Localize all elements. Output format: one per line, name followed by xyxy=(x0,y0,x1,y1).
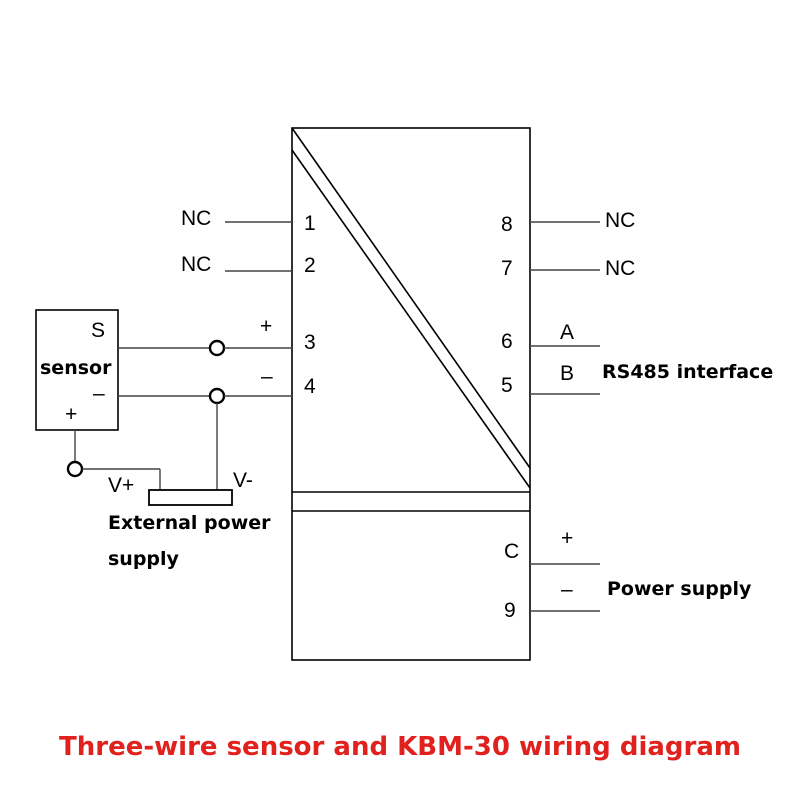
pin-6-a-label: A xyxy=(560,321,574,344)
plus-terminal-icon xyxy=(66,460,84,478)
pin-1-number: 1 xyxy=(304,212,316,235)
isolation-diagonal-2 xyxy=(291,149,531,489)
sensor-signal-label: S xyxy=(91,319,105,342)
power-supply-label: Power supply xyxy=(607,578,752,600)
pin-c-number: C xyxy=(504,540,519,563)
pin-7-nc-label: NC xyxy=(605,257,635,280)
sensor-minus-label: – xyxy=(93,382,105,405)
sensor-plus-label: + xyxy=(65,403,77,426)
pin-2-nc-label: NC xyxy=(181,253,211,276)
minus-terminal-icon xyxy=(208,387,226,405)
pin-3-polarity: + xyxy=(260,315,272,338)
external-power-bar xyxy=(148,489,233,506)
isolation-diagonal-1 xyxy=(291,127,531,469)
pin-9-number: 9 xyxy=(504,599,516,622)
module-body xyxy=(291,127,531,661)
pin-9-polarity: – xyxy=(561,578,573,601)
pin-1-nc-label: NC xyxy=(181,207,211,230)
sensor-box xyxy=(35,309,119,431)
pin-3-number: 3 xyxy=(304,331,316,354)
rs485-interface-label: RS485 interface xyxy=(602,361,773,383)
pin-8-nc-label: NC xyxy=(605,209,635,232)
v-minus-label: V- xyxy=(233,469,253,492)
pin-5-number: 5 xyxy=(501,374,513,397)
signal-terminal-icon xyxy=(208,339,226,357)
pin-5-b-label: B xyxy=(560,362,574,385)
pin-4-polarity: – xyxy=(261,365,273,388)
diagram-title: Three-wire sensor and KBM-30 wiring diag… xyxy=(59,732,741,762)
sensor-name-label: sensor xyxy=(40,357,112,379)
v-plus-label: V+ xyxy=(108,474,134,497)
external-power-label-line2: supply xyxy=(108,548,180,570)
pin-4-number: 4 xyxy=(304,375,316,398)
pin-6-number: 6 xyxy=(501,330,513,353)
external-power-label-line1: External power xyxy=(108,512,271,534)
pin-2-number: 2 xyxy=(304,254,316,277)
pin-7-number: 7 xyxy=(501,257,513,280)
pin-8-number: 8 xyxy=(501,213,513,236)
pin-c-polarity: + xyxy=(561,527,573,550)
